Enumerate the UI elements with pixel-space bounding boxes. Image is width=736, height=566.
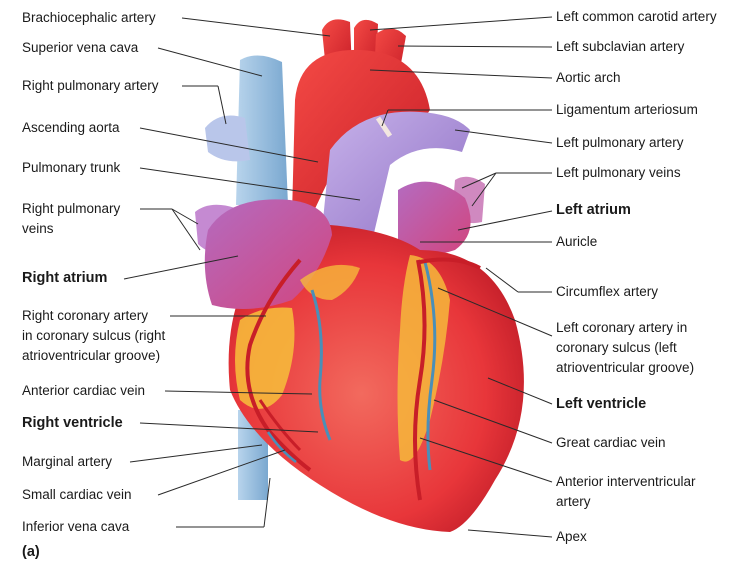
label-left-coronary-artery-line3: atrioventricular groove) — [556, 360, 695, 375]
label-left-coronary-artery-line1: Left coronary artery in — [556, 320, 688, 335]
coronary-fat-top — [300, 264, 360, 300]
right-atrium-shape — [204, 199, 332, 309]
label-right-pulmonary-artery: Right pulmonary artery — [22, 78, 159, 93]
ventricles-shape — [228, 224, 524, 532]
figure-tag: (a) — [22, 544, 40, 560]
right-pulmonary-artery-shape — [205, 115, 250, 162]
label-ascending-aorta: Ascending aorta — [22, 120, 120, 135]
pulmonary-trunk-shape — [322, 111, 470, 250]
label-ligamentum-arteriosum: Ligamentum arteriosum — [556, 102, 698, 117]
label-anterior-cardiac-vein: Anterior cardiac vein — [22, 383, 146, 398]
label-auricle: Auricle — [556, 234, 598, 249]
label-anterior-interventricular-line2: artery — [556, 494, 591, 509]
label-marginal-artery: Marginal artery — [22, 454, 113, 469]
label-circumflex-artery: Circumflex artery — [556, 284, 659, 299]
great-cardiac-vein-vessel — [423, 261, 437, 471]
label-pulmonary-trunk: Pulmonary trunk — [22, 160, 121, 175]
leader-lines-left — [123, 17, 361, 528]
label-left-common-carotid-artery: Left common carotid artery — [556, 9, 717, 24]
label-small-cardiac-vein: Small cardiac vein — [22, 487, 132, 502]
label-left-pulmonary-veins: Left pulmonary veins — [556, 165, 681, 180]
circumflex-artery-vessel — [419, 257, 481, 270]
label-right-atrium: Right atrium — [22, 270, 108, 286]
marginal-artery-vessel — [258, 399, 302, 452]
right-coronary-artery-vessel — [245, 258, 312, 472]
label-superior-vena-cava: Superior vena cava — [22, 40, 139, 55]
label-left-pulmonary-artery: Left pulmonary artery — [556, 135, 684, 150]
label-inferior-vena-cava: Inferior vena cava — [22, 519, 130, 534]
ligamentum-arteriosum-shape — [375, 116, 393, 138]
superior-vena-cava-shape — [236, 55, 288, 205]
label-anterior-interventricular-line1: Anterior interventricular — [556, 474, 696, 489]
label-left-subclavian-artery: Left subclavian artery — [556, 39, 685, 54]
anterior-cardiac-vein-vessel — [310, 289, 332, 441]
small-cardiac-vein-vessel — [266, 431, 297, 463]
label-right-coronary-artery-line3: atrioventricular groove) — [22, 348, 161, 363]
label-great-cardiac-vein: Great cardiac vein — [556, 435, 666, 450]
label-left-coronary-artery-line2: coronary sulcus (left — [556, 340, 677, 355]
label-right-coronary-artery-line1: Right coronary artery — [22, 308, 149, 323]
label-right-pulmonary-veins-line2: veins — [22, 221, 54, 236]
label-left-atrium: Left atrium — [556, 202, 631, 218]
label-right-coronary-artery-line2: in coronary sulcus (right — [22, 328, 166, 343]
label-left-ventricle: Left ventricle — [556, 396, 647, 412]
label-right-ventricle: Right ventricle — [22, 415, 123, 431]
label-apex: Apex — [556, 529, 587, 544]
anterior-interventricular-artery-vessel — [413, 259, 427, 501]
left-atrium-shape — [398, 181, 471, 255]
leader-lines-right — [369, 16, 553, 538]
label-right-pulmonary-veins-line1: Right pulmonary — [22, 201, 121, 216]
label-aortic-arch: Aortic arch — [556, 70, 621, 85]
label-brachiocephalic-artery: Brachiocephalic artery — [22, 10, 156, 25]
